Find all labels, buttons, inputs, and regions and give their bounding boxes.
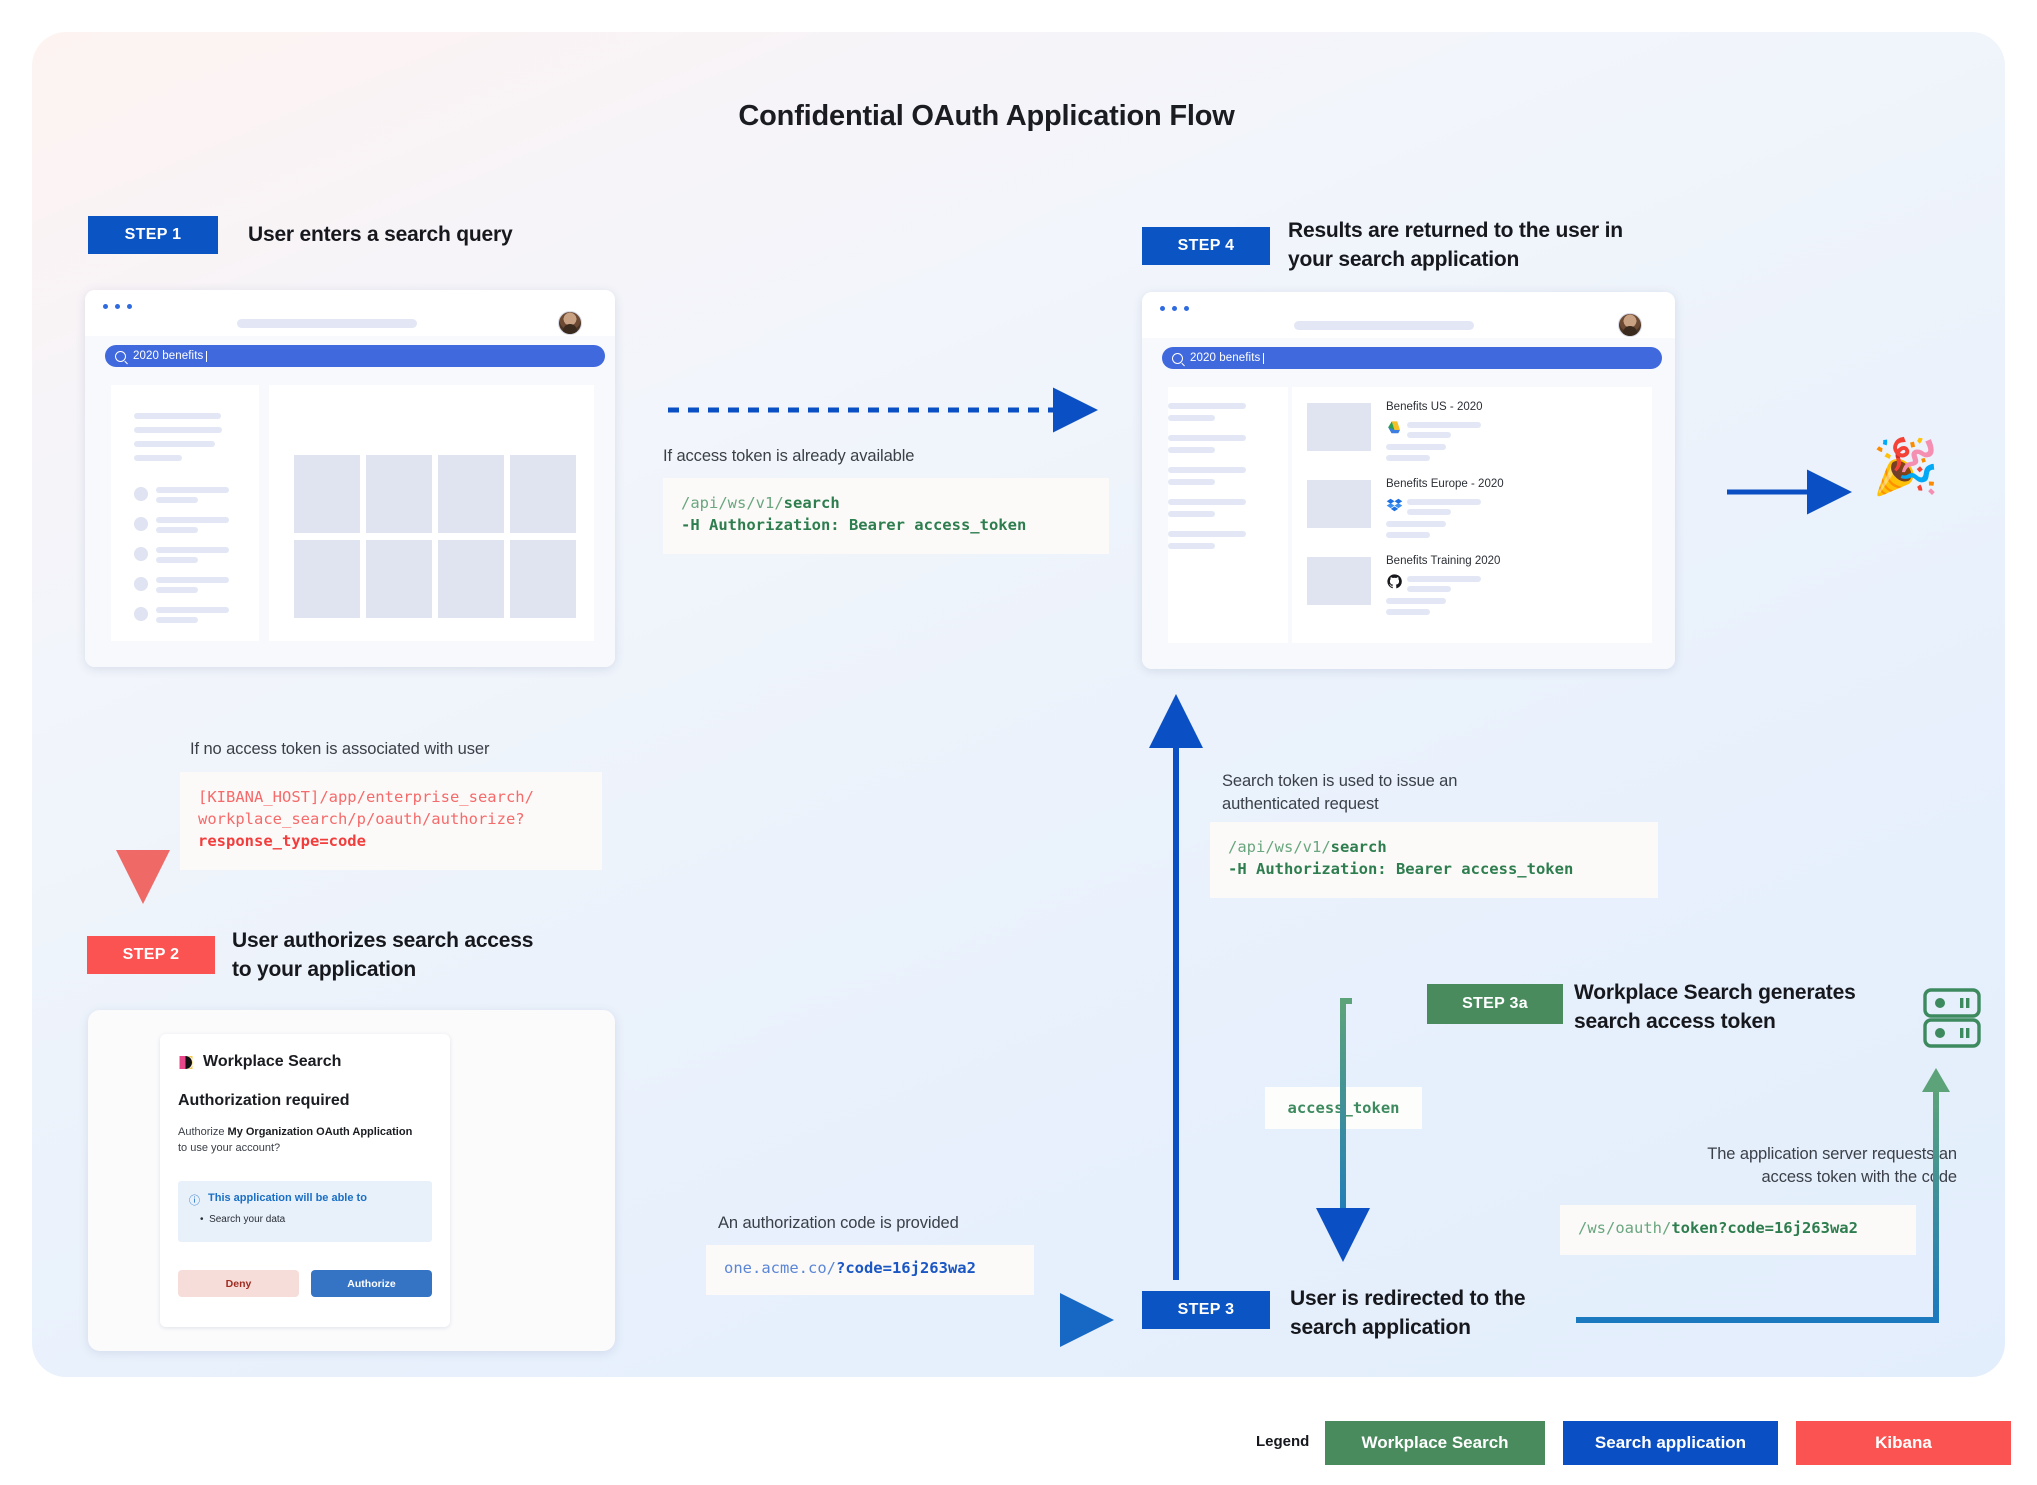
code-kibana-host-line1: [KIBANA_HOST]/app/enterprise_search/ — [198, 788, 534, 806]
party-popper-emoji: 🎉 — [1872, 437, 1940, 497]
code-query: token?code=16j263wa2 — [1671, 1219, 1858, 1237]
search-app-browser-step4: 2020 benefits Benefits US - 2020 — [1142, 292, 1675, 669]
info-circle-icon: ⓘ — [189, 1195, 200, 1207]
auth-body-pre: Authorize — [178, 1126, 228, 1138]
github-icon — [1387, 574, 1402, 589]
auth-scope-title: This application will be able to — [208, 1192, 367, 1204]
results-grid-panel — [269, 385, 594, 641]
step-2-title: User authorizes search access to your ap… — [232, 929, 534, 981]
code-path: /api/ws/v1/ — [1228, 838, 1331, 856]
result-title: Benefits US - 2020 — [1386, 401, 1483, 413]
step-3a-title: Workplace Search generates search access… — [1574, 981, 1856, 1033]
step-2-badge: STEP 2 — [87, 936, 215, 974]
step-3-badge: STEP 3 — [1142, 1291, 1270, 1329]
results-list-panel: Benefits US - 2020 Benefits Europe - 202… — [1292, 387, 1652, 643]
code-path: /api/ws/v1/ — [681, 494, 784, 512]
auth-code-code: one.acme.co/?code=16j263wa2 — [706, 1245, 1034, 1295]
search-app-browser-step1: 2020 benefits — [85, 290, 615, 667]
dropbox-icon — [1386, 498, 1403, 512]
search-input[interactable]: 2020 benefits — [105, 345, 605, 367]
step-1-title: User enters a search query — [248, 223, 513, 246]
avatar — [1618, 313, 1642, 337]
legend-label: Legend — [1256, 1433, 1310, 1450]
auth-brand-name: Workplace Search — [203, 1053, 342, 1070]
auth-heading: Authorization required — [178, 1092, 350, 1109]
step-3a-badge: STEP 3a — [1427, 984, 1563, 1024]
auth-body-text: Authorize My Organization OAuth Applicat… — [178, 1124, 423, 1156]
search-query-text: 2020 benefits — [133, 350, 204, 362]
no-token-code: [KIBANA_HOST]/app/enterprise_search/ wor… — [180, 772, 602, 870]
workplace-search-logo — [179, 1056, 194, 1069]
legend-item-workplace-search: Workplace Search — [1325, 1421, 1545, 1465]
step-1-badge: STEP 1 — [88, 216, 218, 254]
nav-placeholder-bar — [237, 319, 417, 328]
search-icon — [1172, 352, 1183, 364]
window-dots — [103, 304, 132, 309]
google-drive-icon — [1388, 421, 1400, 434]
browser-topbar — [85, 290, 615, 336]
deny-button[interactable]: Deny — [178, 1270, 299, 1297]
auth-scope-item: • Search your data — [200, 1214, 286, 1225]
text-caret — [206, 350, 208, 362]
avatar — [558, 311, 582, 335]
auth-dialog-card: Workplace Search Authorization required … — [160, 1034, 450, 1327]
auth-dialog-frame: Workplace Search Authorization required … — [88, 1010, 615, 1351]
access-token-label: access_token — [1265, 1087, 1422, 1129]
window-dots — [1160, 306, 1189, 311]
token-available-code: /api/ws/v1/search -H Authorization: Bear… — [663, 478, 1109, 554]
auth-body-post: to use your account? — [178, 1142, 281, 1154]
search-token-note: Search token is used to issue an authent… — [1222, 772, 1458, 813]
code-endpoint: search — [783, 494, 840, 512]
code-path: /ws/oauth/ — [1578, 1219, 1672, 1237]
text-caret — [1263, 352, 1265, 364]
code-header: -H Authorization: Bearer access_token — [681, 516, 1027, 534]
code-endpoint: search — [1330, 838, 1387, 856]
step-4-title: Results are returned to the user in your… — [1288, 219, 1623, 271]
auth-scope-box — [178, 1181, 432, 1242]
browser-topbar — [1142, 292, 1675, 338]
facet-panel — [111, 385, 259, 641]
code-query: ?code=16j263wa2 — [835, 1259, 976, 1277]
step-4-badge: STEP 4 — [1142, 227, 1270, 265]
step-3-title: User is redirected to the search applica… — [1290, 1287, 1526, 1339]
page-title: Confidential OAuth Application Flow — [738, 100, 1235, 132]
nav-placeholder-bar — [1294, 321, 1474, 330]
code-header: -H Authorization: Bearer access_token — [1228, 860, 1574, 878]
code-response-type: response_type=code — [198, 832, 366, 850]
auth-body-app: My Organization OAuth Application — [227, 1126, 413, 1138]
search-icon — [115, 350, 126, 362]
result-title: Benefits Europe - 2020 — [1386, 478, 1504, 490]
request-token-note: The application server requests an acces… — [1707, 1145, 1957, 1186]
auth-code-note: An authorization code is provided — [718, 1214, 959, 1232]
token-available-note: If access token is already available — [663, 447, 915, 465]
search-query-text: 2020 benefits — [1190, 352, 1261, 364]
legend-item-search-application: Search application — [1563, 1421, 1778, 1465]
request-token-code: /ws/oauth/token?code=16j263wa2 — [1560, 1205, 1916, 1255]
no-token-note: If no access token is associated with us… — [190, 740, 490, 758]
authorize-button[interactable]: Authorize — [311, 1270, 432, 1297]
code-kibana-host-line2: workplace_search/p/oauth/authorize? — [198, 810, 525, 828]
legend-item-kibana: Kibana — [1796, 1421, 2011, 1465]
code-host: one.acme.co/ — [724, 1259, 836, 1277]
search-input[interactable]: 2020 benefits — [1162, 347, 1662, 369]
result-title: Benefits Training 2020 — [1386, 555, 1501, 567]
facet-panel — [1168, 387, 1288, 643]
search-token-code: /api/ws/v1/search -H Authorization: Bear… — [1210, 822, 1658, 898]
